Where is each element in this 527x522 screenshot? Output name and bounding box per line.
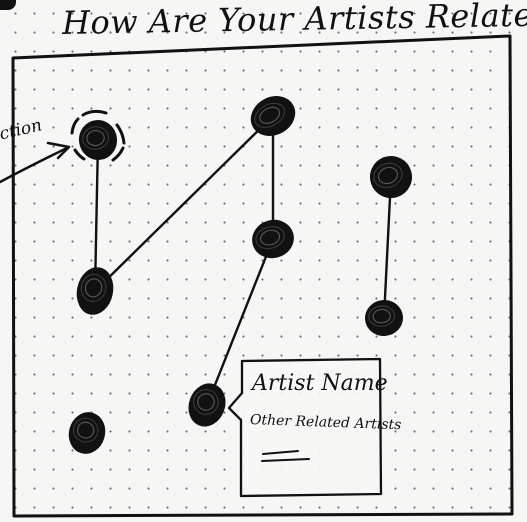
- relationship-edge: [382, 175, 393, 320]
- relationship-edge: [93, 138, 100, 293]
- artist-node-fill: [250, 96, 296, 136]
- artist-node-scribble: [72, 417, 99, 443]
- graph-frame: [11, 34, 514, 518]
- artist-nodes: [65, 90, 416, 457]
- tooltip-artist-name: Artist Name: [252, 371, 388, 396]
- artist-node[interactable]: [74, 265, 117, 317]
- artist-node-scribble: [197, 393, 215, 411]
- artist-node[interactable]: [366, 152, 416, 202]
- artist-node-scribble: [254, 102, 286, 128]
- selected-node-highlight: [70, 109, 126, 162]
- artist-node-fill: [76, 267, 114, 315]
- artist-node-scribble: [77, 421, 95, 439]
- tooltip-line-1: [262, 450, 299, 455]
- artist-node-scribble: [193, 389, 219, 415]
- artist-node[interactable]: [78, 119, 119, 162]
- artist-node-scribble: [86, 129, 105, 147]
- artist-node-scribble: [259, 106, 281, 124]
- artist-node-scribble: [80, 273, 107, 302]
- artist-node-scribble: [377, 166, 398, 185]
- artist-node[interactable]: [365, 299, 404, 337]
- relationship-edge: [93, 114, 275, 293]
- artist-node[interactable]: [249, 216, 297, 262]
- relationship-lines: [93, 114, 393, 407]
- tooltip-line-2: [261, 458, 310, 462]
- corner-ink-mark: [0, 0, 16, 10]
- artist-node-scribble: [260, 229, 281, 246]
- artist-node-fill: [78, 120, 118, 160]
- artist-node-scribble: [373, 162, 403, 189]
- artist-node-fill: [188, 383, 226, 427]
- relationship-edge: [205, 237, 275, 407]
- artist-node[interactable]: [245, 90, 301, 142]
- artist-node[interactable]: [184, 379, 230, 430]
- artist-node-scribble: [368, 305, 396, 327]
- artist-node-scribble: [84, 278, 103, 298]
- artist-node-fill: [68, 412, 106, 454]
- artist-tooltip: [227, 357, 383, 498]
- artist-node-fill: [365, 299, 403, 337]
- artist-node[interactable]: [65, 409, 109, 457]
- selection-arrow: [0, 141, 71, 184]
- artist-node-scribble: [82, 126, 110, 150]
- artist-node-scribble: [372, 308, 391, 324]
